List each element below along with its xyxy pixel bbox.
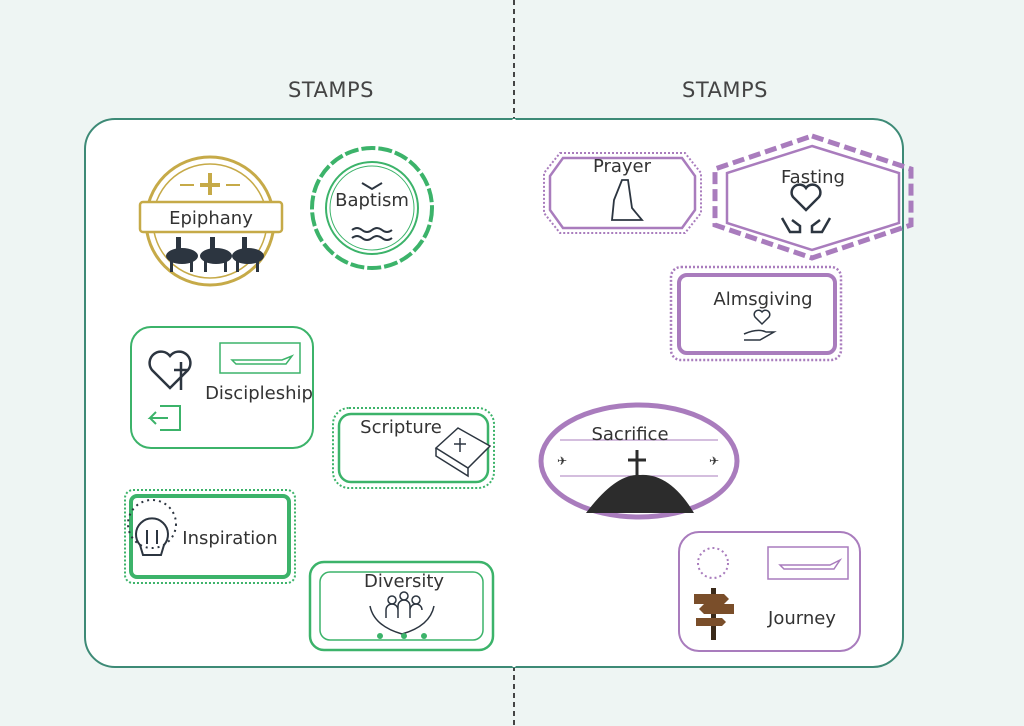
- airplane-icon: ✈: [709, 454, 719, 468]
- lightbulb-icon: [127, 499, 177, 556]
- stamp-label: Journey: [767, 608, 836, 629]
- heart-hand-icon: [743, 309, 777, 341]
- stamp-prayer: Prayer: [543, 152, 702, 234]
- airplane-icon: ✈: [557, 454, 567, 468]
- stamp-sacrifice: ✈ ✈ Sacrifice: [538, 402, 740, 520]
- signpost-icon: [694, 588, 734, 640]
- cross-hill-icon: [586, 474, 694, 513]
- stamp-inspiration: Inspiration: [124, 489, 296, 584]
- stamp-almsgiving: Almsgiving: [669, 265, 843, 362]
- exit-icon: [147, 405, 181, 431]
- heart-icon: [790, 183, 822, 212]
- stamp-label: Scripture: [360, 417, 442, 438]
- stamp-label: Fasting: [781, 167, 845, 188]
- stamp-fasting: Fasting: [712, 133, 914, 261]
- airplane-icon: [180, 173, 240, 195]
- camels-icon: [166, 237, 264, 272]
- stars-icon: [377, 633, 427, 639]
- stamp-baptism: Baptism: [310, 146, 434, 270]
- airplane-icon: [230, 354, 295, 365]
- left-page-heading: STAMPS: [288, 78, 374, 102]
- stamp-diversity: Diversity: [308, 560, 495, 652]
- stamp-label: Epiphany: [169, 208, 253, 229]
- hands-icon: [780, 217, 832, 234]
- stamp-label: Sacrifice: [591, 424, 668, 445]
- airplane-icon: [778, 558, 843, 570]
- stamp-epiphany: Epiphany: [138, 155, 284, 287]
- stamp-scripture: Scripture: [332, 407, 495, 489]
- stamp-label: Baptism: [335, 190, 409, 211]
- stamp-label: Inspiration: [182, 528, 277, 549]
- dove-water-icon: [351, 182, 393, 241]
- stamp-label: Almsgiving: [713, 289, 812, 310]
- bible-icon: [434, 427, 492, 478]
- stamp-label: Diversity: [364, 571, 444, 592]
- stamp-label: Prayer: [593, 156, 652, 177]
- praying-hands-icon: [611, 179, 644, 221]
- right-page-heading: STAMPS: [682, 78, 768, 102]
- stamp-journey: Journey: [678, 531, 861, 652]
- heart-cross-icon: [148, 350, 192, 390]
- stamp-discipleship: Discipleship: [130, 326, 314, 449]
- stamp-label: Discipleship: [205, 383, 313, 404]
